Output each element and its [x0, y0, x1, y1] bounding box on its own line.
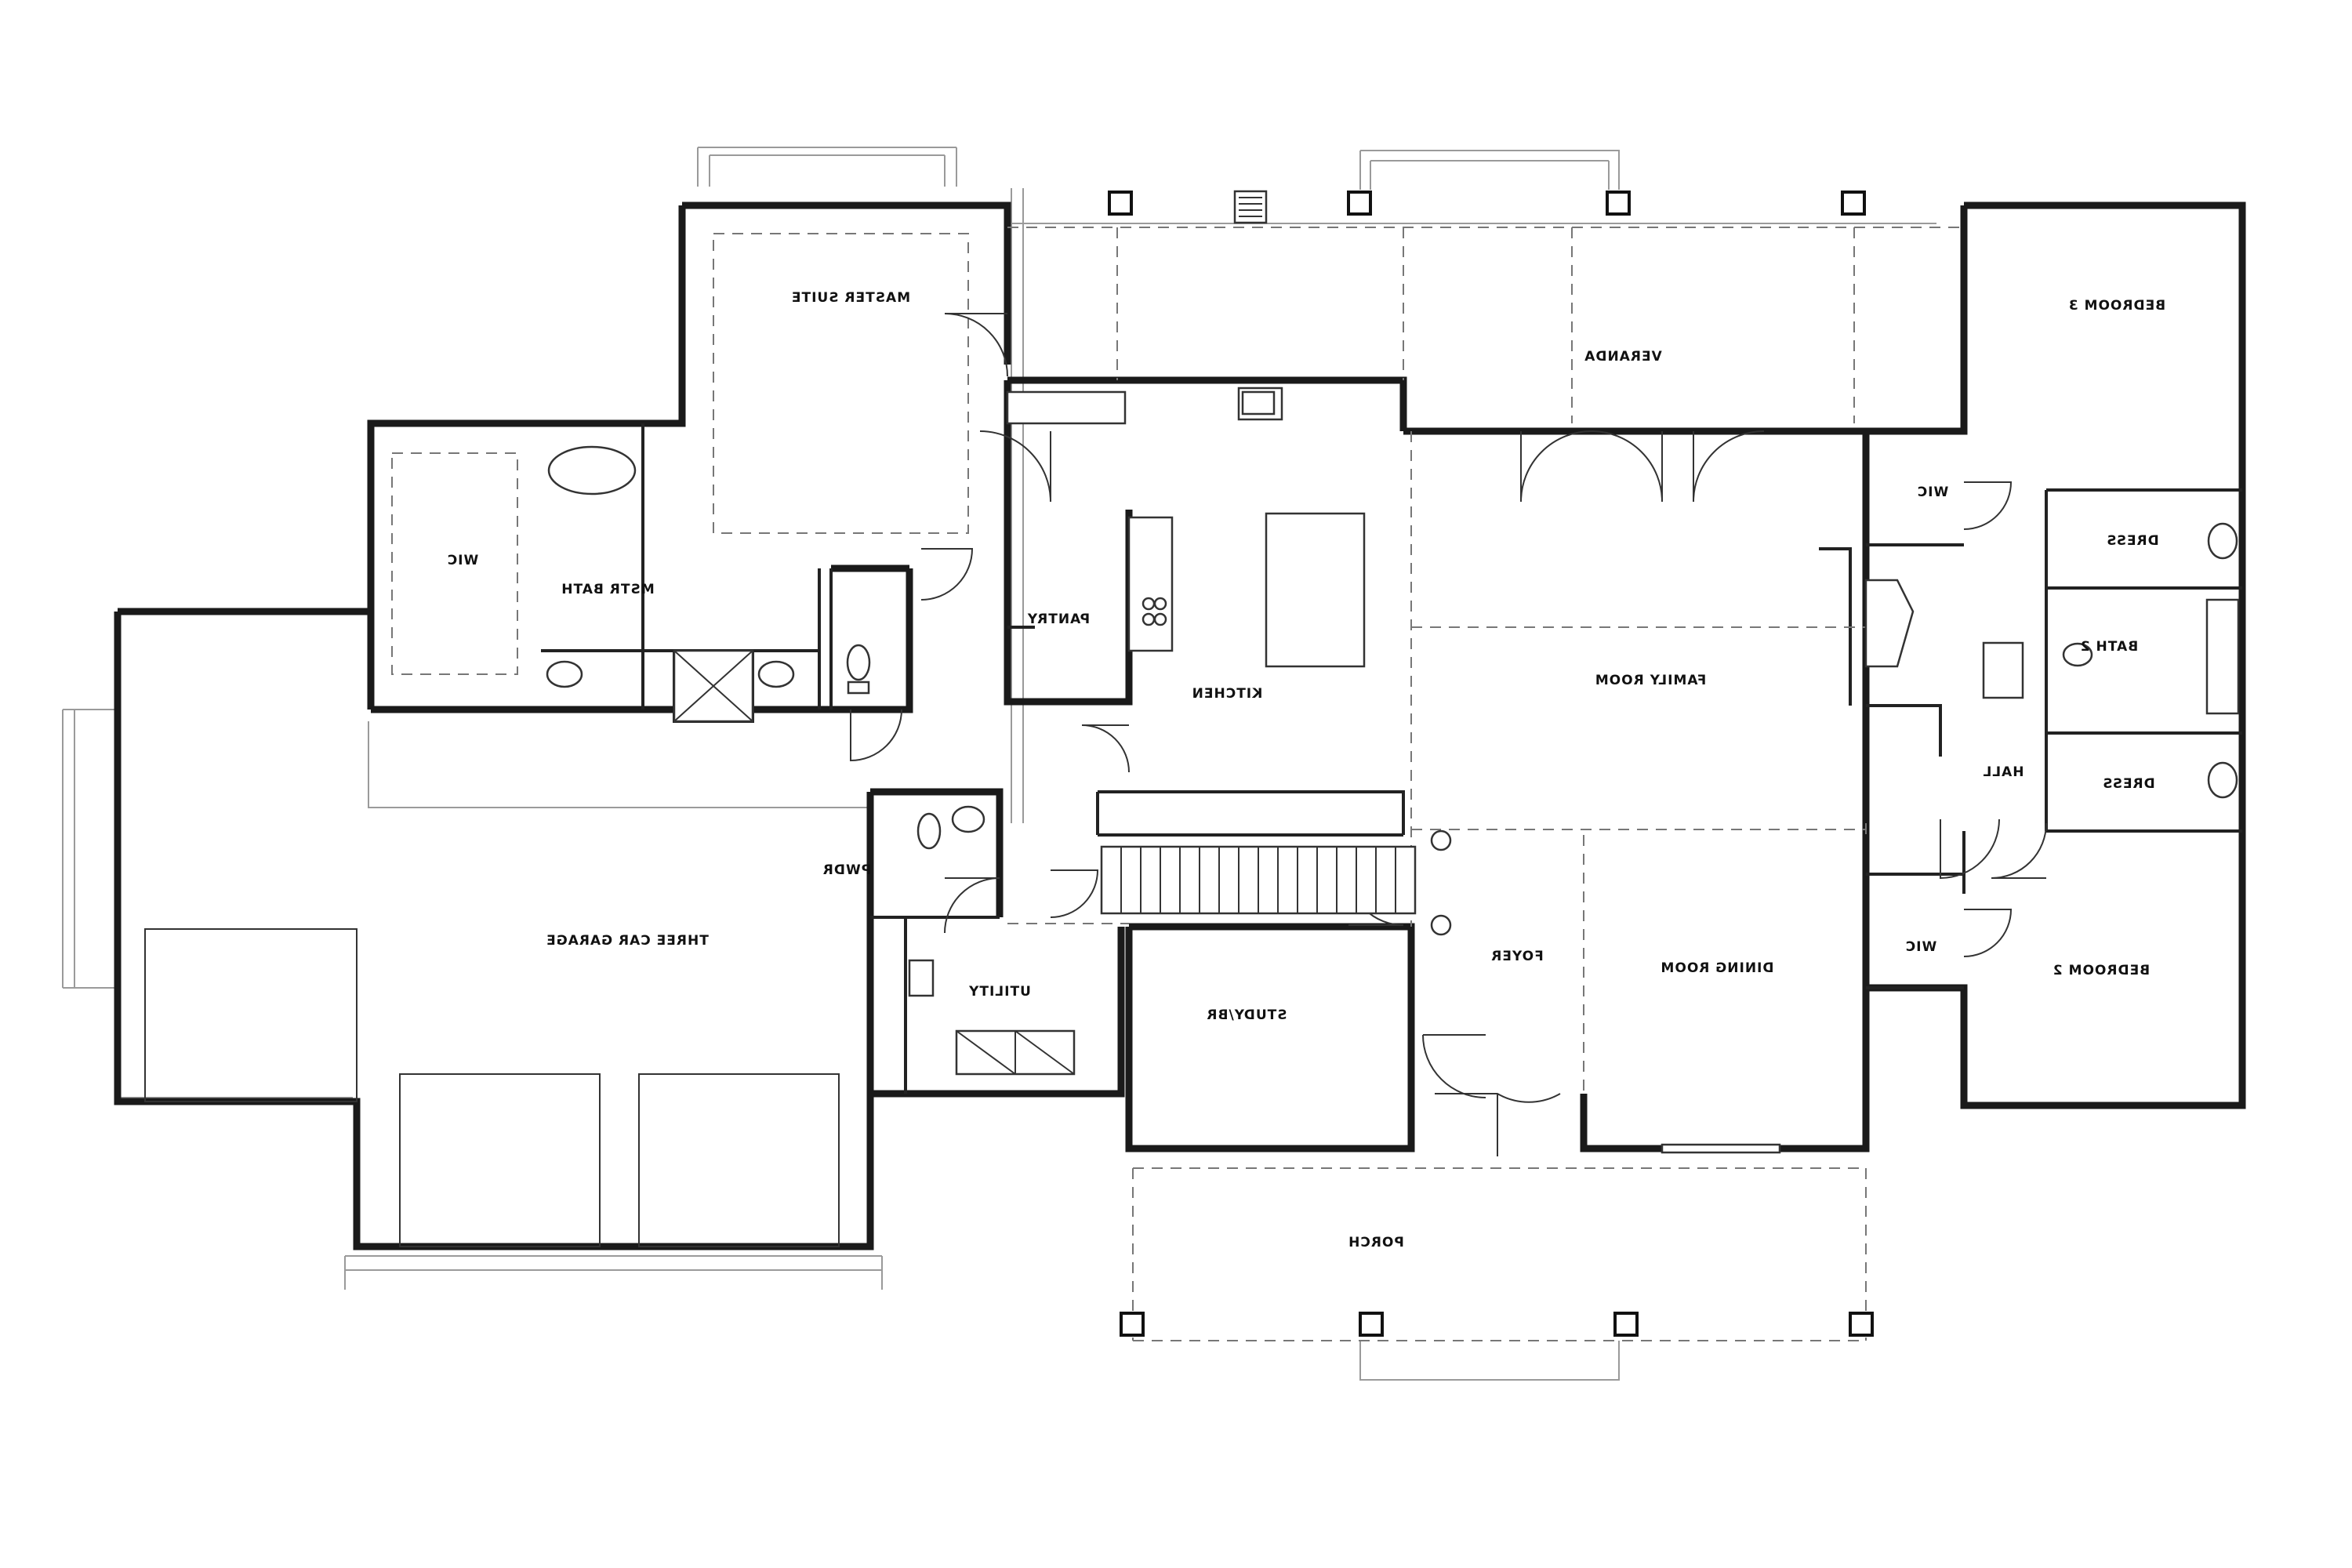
doors [850, 313, 2047, 1156]
room-labels: MASTER SUITE VERANDA BEDROOM 3 WIC MSTR … [447, 290, 2165, 1250]
room-label-kitchen: KITCHEN [1192, 686, 1263, 702]
room-label-wic-master: WIC [447, 553, 479, 568]
room-label-foyer: FOYER [1490, 949, 1543, 964]
room-label-bedroom-2: BEDROOM 2 [2053, 963, 2150, 978]
room-label-utility: UTILITY [968, 984, 1031, 1000]
room-label-dining-room: DINING ROOM [1661, 960, 1774, 976]
dashed-lines [391, 227, 1964, 1341]
room-label-wic-bed3: WIC [1917, 485, 1949, 500]
room-label-dress-upper: DRESS [2106, 533, 2159, 549]
room-label-bath-2: BATH 2 [2080, 639, 2138, 655]
room-label-mstr-bath: MSTR BATH [561, 582, 654, 597]
exterior-walls [114, 201, 2246, 1250]
room-label-dress-lower: DRESS [2102, 776, 2155, 792]
room-label-bedroom-3: BEDROOM 3 [2068, 298, 2165, 314]
room-label-family-room: FAMILY ROOM [1595, 673, 1706, 688]
porch-posts [1120, 1312, 1874, 1337]
veranda-posts [1108, 190, 1866, 224]
room-label-pantry: PANTRY [1027, 612, 1090, 627]
room-label-study-br: STUDY/BR [1206, 1007, 1287, 1023]
room-label-master-suite: MASTER SUITE [791, 290, 910, 306]
room-label-pwdr: PWDR [822, 862, 871, 878]
interior-walls [541, 423, 1852, 1094]
room-label-three-car-garage: THREE CAR GARAGE [546, 933, 709, 949]
room-label-veranda: VERANDA [1584, 349, 1662, 365]
exterior-outlines [62, 147, 1936, 1381]
room-label-wic-bed2: WIC [1905, 939, 1937, 955]
room-label-hall: HALL [1982, 764, 2024, 780]
room-label-porch: PORCH [1348, 1235, 1404, 1250]
fixtures [144, 387, 2240, 1247]
